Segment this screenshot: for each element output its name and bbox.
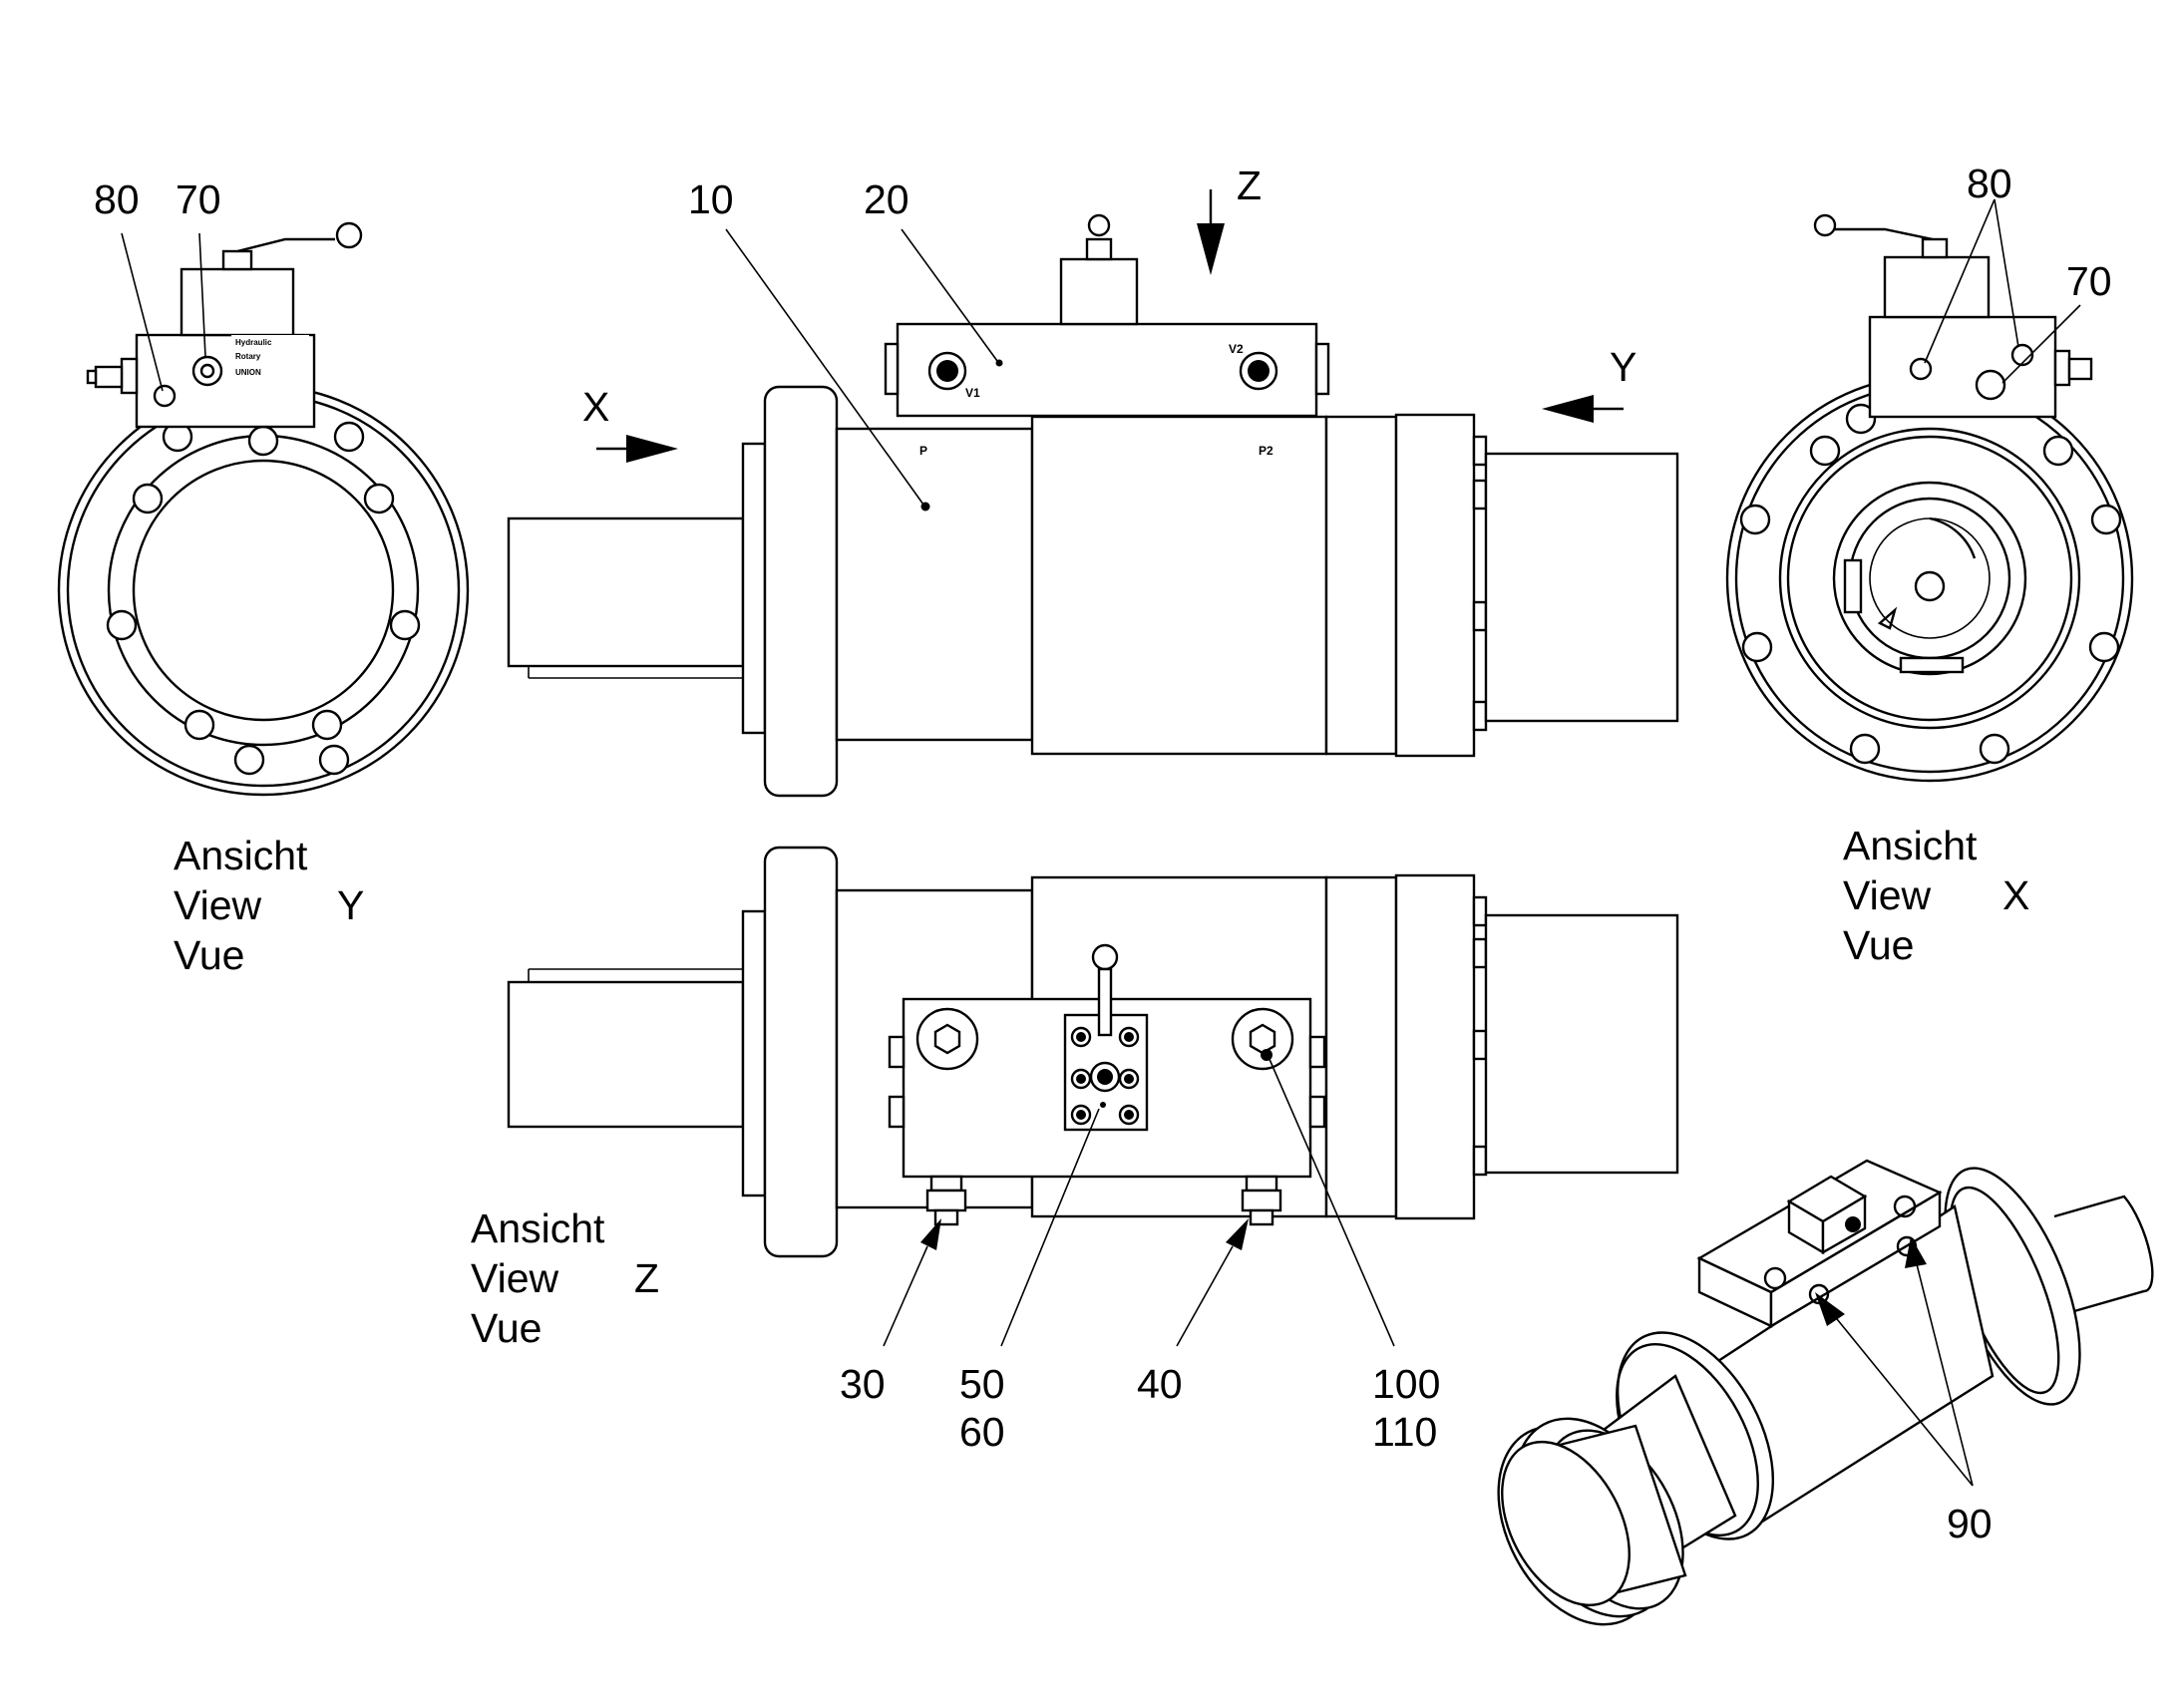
bolt-holes: [106, 421, 421, 776]
svg-text:P2: P2: [1259, 444, 1273, 458]
callout-40: 40: [1137, 1361, 1183, 1407]
svg-text:Vue: Vue: [471, 1305, 542, 1351]
bottom-view-z: [507, 846, 1679, 1258]
callout-70-right: 70: [2066, 258, 2112, 304]
svg-text:Ansicht: Ansicht: [471, 1205, 605, 1251]
callout-30: 30: [840, 1361, 886, 1407]
callout-10: 10: [688, 176, 734, 222]
bolt-holes: [1739, 403, 2122, 765]
caption-view-y: Ansicht View Y Vue: [174, 833, 364, 978]
isometric-view: [1497, 1159, 2154, 1626]
port-screw-80a: [1909, 357, 1933, 381]
leader-lines: [121, 198, 2081, 1487]
svg-text:Vue: Vue: [174, 932, 244, 978]
svg-text:View: View: [1843, 872, 1932, 918]
callout-20: 20: [864, 176, 909, 222]
svg-text:X: X: [582, 384, 609, 430]
svg-text:View: View: [471, 1255, 559, 1301]
svg-text:Ansicht: Ansicht: [174, 833, 308, 878]
caption-view-x: Ansicht View X Vue: [1843, 823, 2029, 968]
port-screw-80b: [2010, 343, 2034, 367]
view-arrow-y: Y: [1542, 344, 1636, 423]
nameplate: Hydraulic Rotary UNION: [231, 335, 309, 383]
svg-text:Ansicht: Ansicht: [1843, 823, 1978, 868]
svg-text:Rotary: Rotary: [235, 352, 261, 361]
callout-50: 50: [959, 1361, 1005, 1407]
callout-100: 100: [1372, 1361, 1440, 1407]
callout-90: 90: [1947, 1501, 1993, 1546]
svg-text:View: View: [174, 882, 262, 928]
svg-text:V1: V1: [965, 386, 980, 400]
callout-80-left: 80: [94, 176, 140, 222]
svg-text:Vue: Vue: [1843, 922, 1914, 968]
end-view-x: [1725, 213, 2134, 783]
caption-view-z: Ansicht View Z Vue: [471, 1205, 659, 1351]
svg-text:Y: Y: [337, 882, 364, 928]
main-side-view: V1 V2 P P2: [507, 213, 1679, 798]
end-view-y: Hydraulic Rotary UNION: [57, 221, 470, 797]
view-arrow-z: Z: [1197, 163, 1262, 275]
callouts: 80 70 10 20 80 70 30 50 60 40 100 110 90: [94, 161, 2112, 1546]
port-screw-70: [1975, 369, 2006, 401]
callout-110: 110: [1372, 1409, 1437, 1455]
svg-text:X: X: [2002, 872, 2029, 918]
svg-text:Hydraulic: Hydraulic: [235, 338, 272, 347]
svg-text:UNION: UNION: [235, 368, 261, 377]
callout-70-left: 70: [176, 176, 221, 222]
svg-text:V2: V2: [1229, 342, 1244, 356]
valve-block: [1868, 315, 2057, 419]
svg-text:Z: Z: [634, 1255, 659, 1301]
svg-text:Z: Z: [1237, 163, 1262, 208]
callout-80-right: 80: [1967, 161, 2012, 206]
svg-text:Y: Y: [1610, 344, 1636, 390]
callout-60: 60: [959, 1409, 1005, 1455]
svg-text:P: P: [919, 444, 927, 458]
port-screw-80: [153, 384, 177, 408]
view-arrow-x: X: [582, 384, 678, 463]
